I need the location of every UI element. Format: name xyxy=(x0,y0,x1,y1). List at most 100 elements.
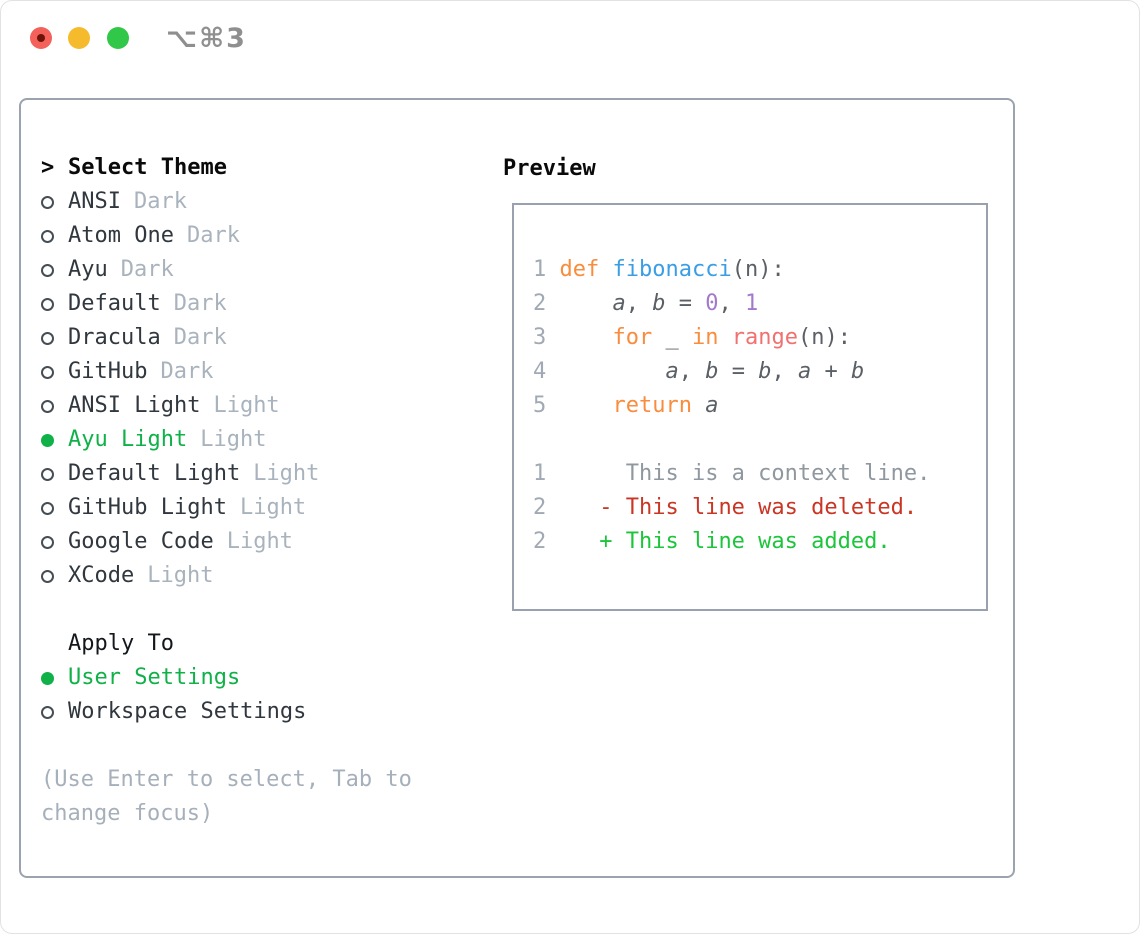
code-line: 1 def fibonacci(n): xyxy=(533,253,930,287)
radio-dot-empty xyxy=(41,535,54,549)
code-segment-fg: , xyxy=(625,291,653,316)
theme-variant-badge: Dark xyxy=(120,257,174,282)
titlebar: ⌥⌘3 xyxy=(1,1,1139,71)
option-label: ANSI xyxy=(68,189,121,214)
theme-option-dracula[interactable]: Dracula Dark xyxy=(41,321,412,355)
theme-option-atom-one[interactable]: Atom One Dark xyxy=(41,219,412,253)
code-line: 3 for _ in range(n): xyxy=(533,321,930,355)
code-segment-num: 2 xyxy=(533,291,613,316)
theme-option-github[interactable]: GitHub Dark xyxy=(41,355,412,389)
code-line: 5 return a xyxy=(533,389,930,423)
code-segment-num: 1 xyxy=(533,461,626,486)
theme-variant-badge: Light xyxy=(226,529,293,554)
radio-dot-empty xyxy=(41,569,54,583)
option-label: XCode xyxy=(68,563,135,588)
code-line: 2 a, b = 0, 1 xyxy=(533,287,930,321)
theme-variant-badge: Dark xyxy=(173,325,227,350)
radio-dot-empty xyxy=(41,399,54,413)
code-segment-kw: return xyxy=(612,393,692,418)
apply-option-workspace-settings[interactable]: Workspace Settings xyxy=(41,695,412,729)
radio-icon xyxy=(41,331,68,345)
theme-variant-badge: Light xyxy=(147,563,214,588)
option-label: Default xyxy=(68,291,161,316)
code-segment-var: a xyxy=(612,291,626,316)
option-label: ANSI Light xyxy=(68,393,201,418)
code-segment-var: b xyxy=(850,359,865,384)
code-segment-lit: 0 xyxy=(705,291,719,316)
radio-icon xyxy=(41,501,68,515)
code-segment-num: 2 xyxy=(533,529,600,554)
theme-option-ansi-light[interactable]: ANSI Light Light xyxy=(41,389,412,423)
code-segment-fg: , xyxy=(678,359,706,384)
theme-variant-badge: Dark xyxy=(186,223,240,248)
code-segment-num: 4 xyxy=(533,359,666,384)
code-segment-num: 2 xyxy=(533,495,600,520)
apply-option-user-settings[interactable]: User Settings xyxy=(41,661,412,695)
radio-selected-icon xyxy=(41,433,68,447)
theme-option-default[interactable]: Default Dark xyxy=(41,287,412,321)
spacer xyxy=(41,729,412,763)
radio-dot-empty xyxy=(41,195,54,209)
window-title: ⌥⌘3 xyxy=(166,23,247,54)
radio-dot-filled xyxy=(41,671,54,685)
theme-option-xcode[interactable]: XCode Light xyxy=(41,559,412,593)
preview-label: Preview xyxy=(503,155,596,181)
radio-dot-empty xyxy=(41,365,54,379)
select-theme-header: > Select Theme xyxy=(41,151,412,185)
code-segment-num: 5 xyxy=(533,393,613,418)
code-segment-fg xyxy=(692,393,705,418)
minimize-button[interactable] xyxy=(68,27,90,49)
radio-selected-icon xyxy=(41,671,68,685)
radio-icon xyxy=(41,195,68,209)
radio-dot-empty xyxy=(41,263,54,277)
code-segment-kw: in xyxy=(691,325,719,350)
code-segment-num: 1 xyxy=(533,257,560,282)
theme-variant-badge: Dark xyxy=(160,359,214,384)
theme-variant-badge: Light xyxy=(213,393,280,418)
code-segment-del: - This line was deleted. xyxy=(599,495,918,520)
select-theme-label: Select Theme xyxy=(68,155,227,180)
option-label: Dracula xyxy=(68,325,161,350)
theme-variant-badge: Dark xyxy=(173,291,227,316)
radio-icon xyxy=(41,399,68,413)
code-segment-fg: (n): xyxy=(797,325,851,350)
code-segment-kw: def xyxy=(559,257,600,282)
option-label: GitHub xyxy=(68,359,148,384)
radio-dot-empty xyxy=(41,501,54,515)
code-line xyxy=(533,423,930,457)
code-segment-fg xyxy=(718,325,731,350)
code-segment-fg: , xyxy=(718,291,745,316)
theme-variant-badge: Light xyxy=(239,495,307,520)
radio-dot-empty xyxy=(41,331,54,345)
code-segment-fg xyxy=(599,257,612,282)
code-segment-fg: = xyxy=(718,359,759,384)
code-segment-kw: for xyxy=(612,325,653,350)
close-button[interactable] xyxy=(30,27,52,49)
zoom-button[interactable] xyxy=(107,27,129,49)
code-line: 4 a, b = b, a + b xyxy=(533,355,930,389)
code-segment-add: + This line was added. xyxy=(599,529,891,554)
radio-icon xyxy=(41,263,68,277)
code-line: 2 - This line was deleted. xyxy=(533,491,930,525)
code-segment-var: b xyxy=(758,359,772,384)
code-segment-num: 3 xyxy=(533,325,613,350)
option-label: Atom One xyxy=(68,223,174,248)
code-segment-var: a xyxy=(705,393,719,418)
option-label: Workspace Settings xyxy=(68,699,307,724)
radio-dot-empty xyxy=(41,705,54,719)
code-segment-sp: range xyxy=(731,325,798,350)
radio-dot-empty xyxy=(41,229,54,243)
